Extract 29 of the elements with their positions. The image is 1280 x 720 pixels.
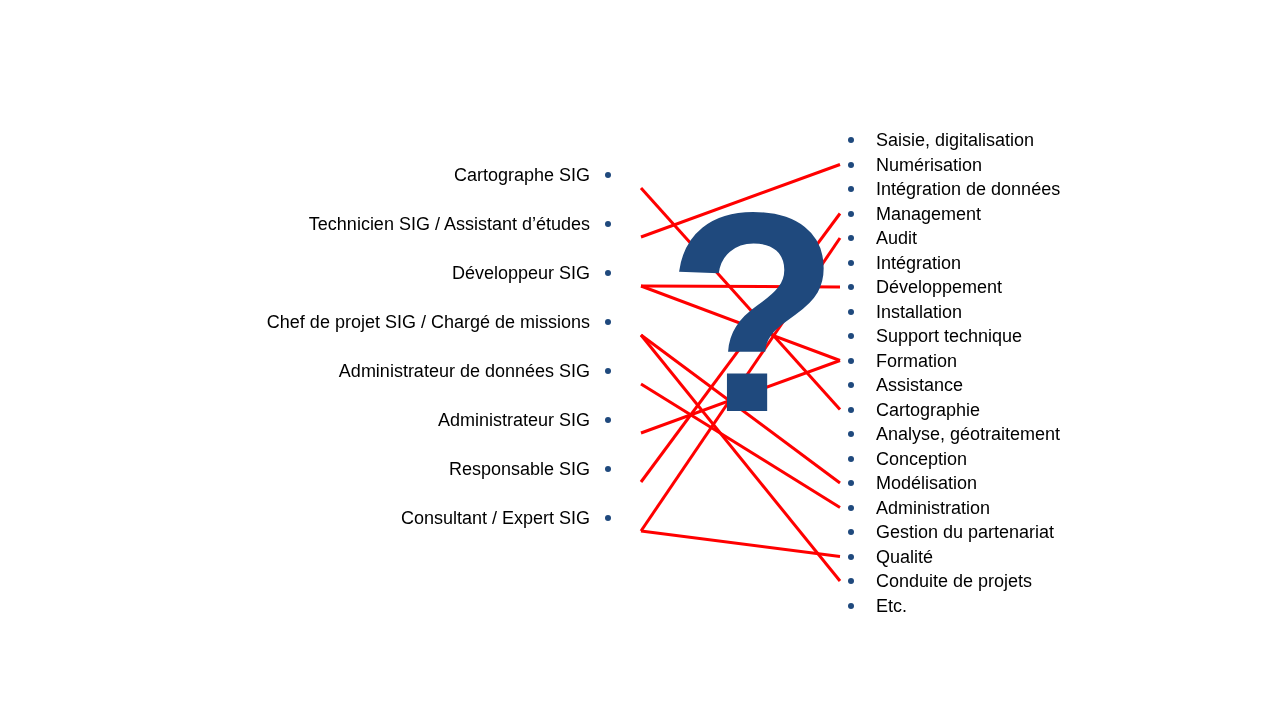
skill-text: Conception [876,447,968,470]
skill-text: Modélisation [876,472,978,494]
skill-text: Intégration [876,251,962,274]
skill-text: Assistance [876,374,964,396]
skill-text: Installation [876,300,963,323]
skill-text: Audit [876,227,918,249]
job-title: Chef de projet SIG / Chargé de missions [266,311,590,333]
job-title: Cartographe SIG [453,164,590,186]
skill-text: Support technique [876,325,1023,347]
skill-text: Management [876,202,982,225]
skill-text: Qualité [876,545,934,568]
skill-text: Analyse, géotraitement [876,423,1061,445]
job-title: Développeur SIG [451,262,590,284]
skill-text: Gestion du partenariat [876,521,1055,543]
job-title: Administrateur SIG [437,409,590,431]
skill-text: Saisie, digitalisation [876,129,1035,151]
skill-text: Cartographie [876,398,981,421]
job-title: Administrateur de données SIG [338,360,590,382]
connector-line [640,529,841,558]
skill-text: Intégration de données [876,178,1061,200]
skill-text: Développement [876,276,1003,298]
skill-text: Etc. [876,594,907,617]
job-title: Consultant / Expert SIG [400,507,590,529]
job-title: Responsable SIG [448,458,590,480]
job-title: Technicien SIG / Assistant d’études [308,213,590,235]
skill-text: Numérisation [876,153,983,176]
skill-text: Administration [876,496,991,519]
skill-text: Formation [876,349,958,372]
skill-text: Conduite de projets [876,570,1033,592]
